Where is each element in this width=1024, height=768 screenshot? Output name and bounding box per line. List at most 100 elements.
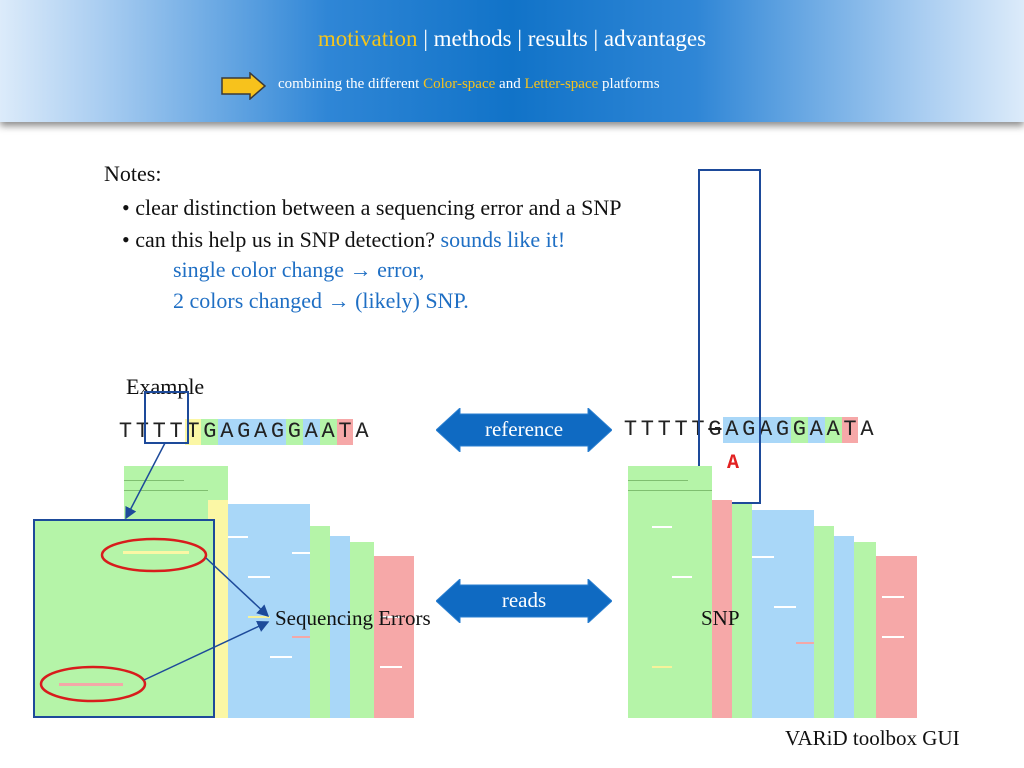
reference-label: reference — [484, 417, 564, 441]
read-column — [350, 542, 374, 718]
base: T — [674, 417, 688, 442]
right-arrow-icon — [221, 72, 266, 100]
base: G — [774, 417, 791, 443]
base: T — [691, 417, 705, 442]
read-edge — [124, 490, 208, 491]
read-error-mark — [228, 536, 248, 538]
nav-separator: | — [417, 26, 434, 51]
header-banner — [0, 0, 1024, 122]
note-single-color: single color change → error, — [173, 257, 424, 283]
base: A — [355, 419, 369, 444]
subtitle: combining the different Color-space and … — [278, 76, 660, 93]
note-bullet-2-text: • can this help us in SNP detection? — [122, 227, 441, 252]
base: T — [657, 417, 671, 442]
base: A — [218, 419, 236, 445]
read-error-mark — [882, 636, 904, 638]
base: G — [790, 417, 808, 443]
read-column — [732, 504, 752, 718]
note-single-color-text: single color change — [173, 257, 350, 282]
nav-advantages[interactable]: advantages — [603, 26, 707, 51]
read-column — [628, 466, 712, 718]
note-bullet-2: • can this help us in SNP detection? sou… — [122, 227, 565, 253]
read-column — [814, 526, 834, 718]
right-arrow-icon: → — [349, 257, 372, 282]
base: G — [201, 419, 219, 445]
read-column — [374, 556, 414, 718]
read-error-mark — [774, 606, 796, 608]
section-nav: motivation | methods | results | advanta… — [0, 26, 1024, 52]
base: T — [118, 419, 133, 444]
snp-label: SNP — [701, 606, 740, 630]
read-error-mark — [652, 666, 672, 668]
double-arrow-icon — [436, 408, 612, 452]
subtitle-color-space: Color-space — [423, 76, 496, 92]
error-mark-yellow — [123, 551, 189, 554]
base: A — [757, 417, 775, 443]
subtitle-mid: and — [495, 76, 525, 92]
note-bullet-1: • clear distinction between a sequencing… — [122, 195, 622, 220]
nav-separator: | — [587, 26, 604, 51]
base: T — [623, 417, 638, 442]
subtitle-letter-space: Letter-space — [524, 76, 599, 92]
base: T — [640, 417, 654, 442]
read-error-mark — [292, 636, 310, 638]
base: G — [285, 419, 303, 445]
double-arrow-icon — [436, 579, 612, 623]
base: T — [336, 419, 354, 445]
reads-label: reads — [501, 588, 547, 612]
base: T — [169, 419, 183, 444]
read-error-mark — [380, 666, 402, 668]
base: A — [252, 419, 270, 445]
read-error-mark — [752, 556, 774, 558]
right-sequence: T T T T T G A G A G G A A T A — [622, 417, 875, 443]
read-column — [752, 510, 814, 718]
read-column — [834, 536, 854, 718]
read-error-mark — [270, 656, 292, 658]
base: T — [152, 419, 166, 444]
base: G — [235, 419, 253, 445]
left-sequence: T T T T T G A G A G G A A T A — [117, 419, 370, 445]
note-single-color-result: error, — [371, 257, 425, 282]
zoom-inset — [33, 519, 215, 718]
read-error-mark — [882, 596, 904, 598]
base: A — [319, 419, 337, 445]
nav-separator: | — [511, 26, 528, 51]
nav-results[interactable]: results — [527, 26, 588, 51]
read-edge — [628, 480, 688, 481]
right-arrow-icon: → — [327, 288, 350, 313]
read-error-mark — [292, 552, 310, 554]
base: T — [184, 419, 202, 445]
base-snp-position: G — [708, 417, 722, 442]
note-two-colors: 2 colors changed → (likely) SNP. — [173, 288, 469, 314]
base: A — [807, 417, 825, 443]
subtitle-suffix: platforms — [598, 76, 660, 92]
nav-methods[interactable]: methods — [433, 26, 512, 51]
example-title: Example — [126, 374, 205, 399]
base: G — [740, 417, 758, 443]
read-column — [310, 526, 330, 718]
subtitle-prefix: combining the different — [278, 76, 424, 92]
notes-title: Notes: — [104, 161, 162, 186]
read-edge — [124, 480, 184, 481]
note-two-colors-result: (likely) SNP. — [349, 288, 469, 313]
base: A — [824, 417, 842, 443]
read-column — [712, 500, 732, 718]
right-read-pileup — [628, 466, 917, 718]
sequencing-errors-label: Sequencing Errors — [275, 606, 431, 630]
error-mark-pink — [59, 683, 123, 686]
read-error-mark — [248, 576, 270, 578]
read-error-mark — [652, 526, 672, 528]
base: T — [135, 419, 149, 444]
read-error-mark — [672, 576, 692, 578]
base: A — [723, 417, 741, 443]
nav-motivation[interactable]: motivation — [317, 26, 418, 51]
read-column — [854, 542, 876, 718]
base: A — [302, 419, 320, 445]
footer-credit: VARiD toolbox GUI — [785, 726, 960, 750]
note-bullet-2-highlight: sounds like it! — [440, 227, 566, 252]
base: A — [860, 417, 874, 442]
read-column — [330, 536, 350, 718]
base: G — [269, 419, 286, 445]
read-error-mark — [248, 616, 270, 618]
read-error-mark — [796, 642, 814, 644]
